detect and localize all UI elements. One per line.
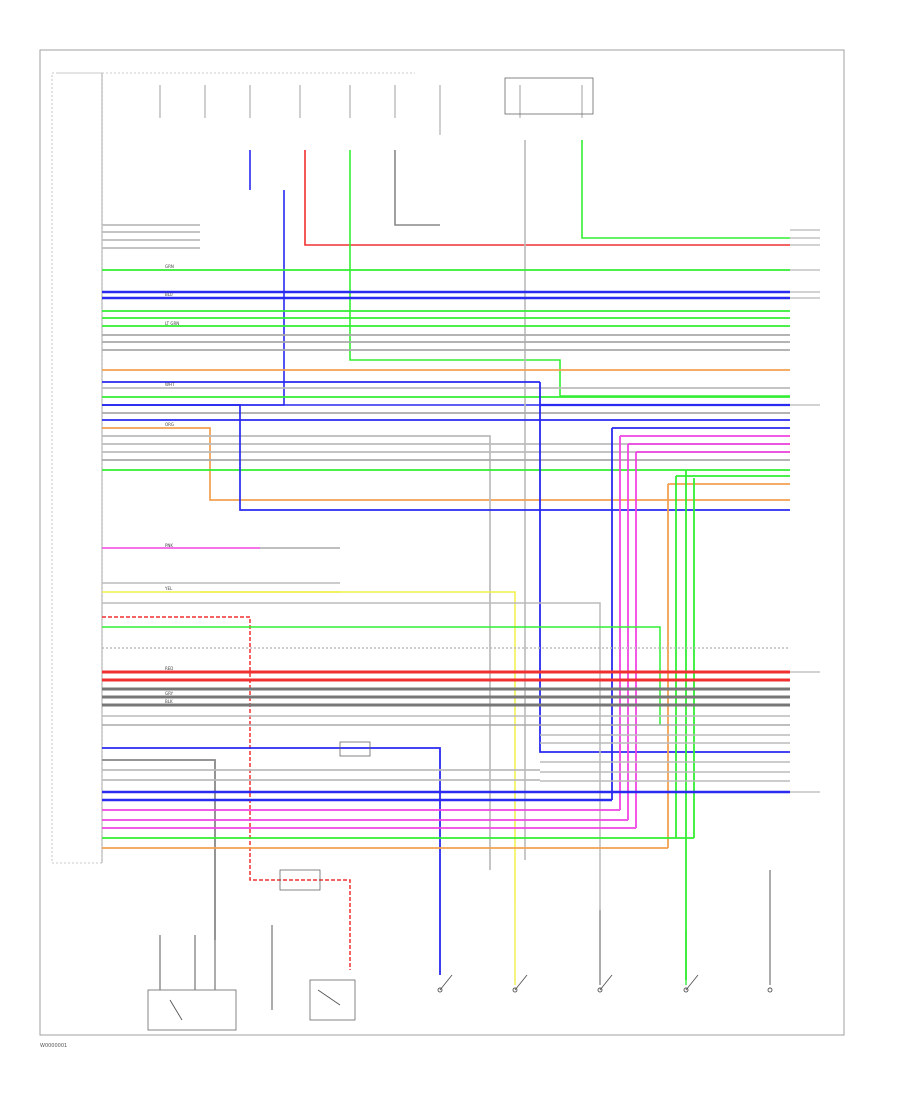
lock-switch-box <box>309 979 356 1021</box>
page-id: W0000001 <box>40 1043 68 1049</box>
upper-bus-wires <box>102 224 790 414</box>
label-yel: YEL <box>164 586 173 591</box>
relay-box <box>339 741 371 757</box>
lock-motor-box <box>147 989 237 1031</box>
top-fuse-vertical-wires <box>249 140 790 860</box>
label-blu: BLU <box>165 292 173 297</box>
door-switch-wires <box>102 547 790 970</box>
label-ltgrn: LT GRN <box>165 321 179 326</box>
module-bottom-wires <box>102 747 790 975</box>
control-module-box <box>51 72 103 864</box>
bottom-drops <box>159 870 771 1010</box>
top-fuse-stubs <box>159 85 583 135</box>
fuse-box-mid <box>279 869 321 891</box>
right-vertical-wires <box>539 382 790 980</box>
label-pnk: PNK <box>165 543 173 548</box>
label-org: ORG <box>165 422 174 427</box>
lower-bus-wires <box>102 670 790 782</box>
switch-symbols <box>169 974 773 1021</box>
label-gry: GRY <box>165 691 174 696</box>
label-blk: BLK <box>165 699 173 704</box>
right-terminal-ticks <box>790 229 820 793</box>
label-grn: GRN <box>165 264 174 269</box>
diagram-frame <box>39 49 845 1036</box>
label-wht: WHT <box>165 382 175 387</box>
wire-color-labels: BLU GRN RED LT GRN PNK ORG YEL GRY WHT B… <box>164 264 179 704</box>
label-red: RED <box>165 666 173 671</box>
right-top-box <box>504 77 594 115</box>
bottom-components <box>147 77 594 1031</box>
